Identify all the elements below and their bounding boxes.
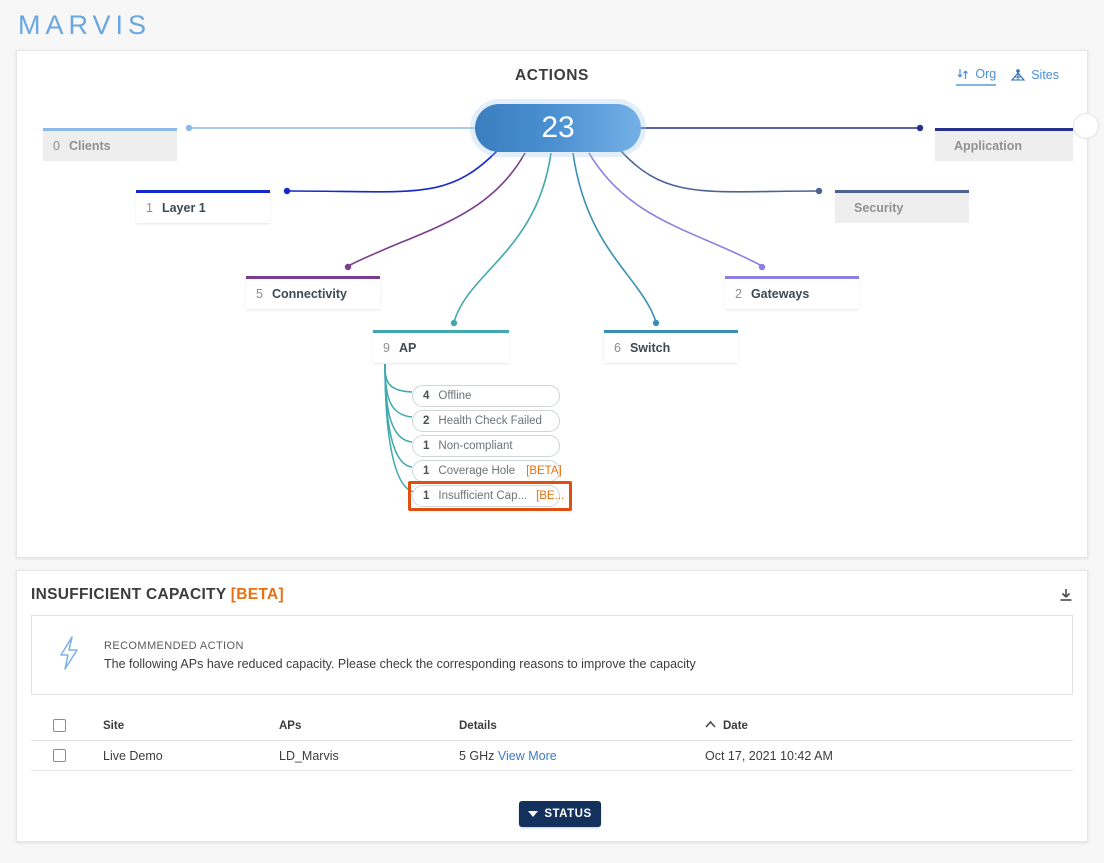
node-switch[interactable]: 6 Switch (604, 330, 738, 363)
tab-org-label: Org (975, 67, 997, 81)
ap-subitem-health-check-failed-count: 2 (423, 415, 430, 427)
node-layer1-count: 1 (146, 201, 153, 215)
sort-arrows-icon (956, 67, 970, 81)
detail-title: INSUFFICIENT CAPACITY [BETA] (31, 586, 284, 604)
ap-subitem-offline[interactable]: 4 Offline (412, 385, 560, 407)
root-actions-count: 23 (541, 111, 575, 144)
ap-subitem-non-compliant-label: Non-compliant (438, 440, 513, 452)
column-header-date-label: Date (723, 719, 748, 732)
node-security[interactable]: Security (835, 190, 969, 223)
cell-details-value: 5 GHz (459, 748, 495, 763)
node-connectivity[interactable]: 5 Connectivity (246, 276, 380, 309)
sites-tower-icon (1010, 68, 1026, 82)
node-gateways-label: Gateways (750, 287, 810, 301)
actions-panel: ACTIONS Org (16, 50, 1099, 583)
page-title: ACTIONS (515, 67, 589, 84)
ap-subitem-coverage-hole[interactable]: 1 Coverage Hole [BETA] (412, 460, 562, 482)
results-table: Site APs Details Date Live Demo L (31, 711, 1073, 771)
recommended-action-box: RECOMMENDED ACTION The following APs hav… (31, 615, 1073, 695)
caret-down-icon (528, 811, 539, 817)
ap-subitem-coverage-hole-beta: [BETA] (526, 465, 562, 477)
root-actions-node[interactable]: 23 (475, 104, 641, 152)
node-connectivity-label: Connectivity (271, 287, 347, 301)
download-icon[interactable] (1057, 587, 1075, 610)
select-all-cell (53, 719, 103, 732)
cell-date: Oct 17, 2021 10:42 AM (705, 748, 833, 763)
ap-subitem-insufficient-capacity-count: 1 (423, 490, 430, 502)
ap-subitem-insufficient-capacity-beta: [BE... (536, 490, 565, 502)
select-all-checkbox[interactable] (53, 719, 66, 732)
edge-circle-decoration (1073, 113, 1099, 139)
ap-subitem-offline-count: 4 (423, 390, 430, 402)
chevron-up-icon (705, 720, 716, 732)
node-application[interactable]: Application (935, 128, 1073, 161)
tree-connectors (185, 124, 924, 493)
node-ap-count: 9 (383, 341, 390, 355)
brand-logo: MARVIS (18, 10, 152, 40)
column-header-date[interactable]: Date (705, 720, 985, 732)
ap-subitem-coverage-hole-label: Coverage Hole (438, 465, 516, 477)
tab-sites-label: Sites (1031, 68, 1059, 82)
status-button[interactable]: STATUS (519, 801, 601, 827)
node-gateways[interactable]: 2 Gateways (725, 276, 859, 309)
table-row[interactable]: Live Demo LD_Marvis 5 GHz View More Oct … (31, 741, 1073, 771)
ap-subitem-offline-label: Offline (438, 390, 472, 402)
detail-title-text: INSUFFICIENT CAPACITY (31, 586, 227, 603)
status-button-label: STATUS (544, 808, 592, 820)
node-layer1[interactable]: 1 Layer 1 (136, 190, 270, 223)
node-ap[interactable]: 9 AP (373, 330, 509, 363)
scope-tabs: Org Sites (956, 67, 1059, 86)
ap-subitem-coverage-hole-count: 1 (423, 465, 430, 477)
node-gateways-count: 2 (735, 287, 742, 301)
row-select-cell (53, 749, 103, 762)
node-clients-label: Clients (68, 139, 111, 153)
column-header-site[interactable]: Site (103, 719, 125, 732)
tab-sites[interactable]: Sites (1010, 68, 1059, 85)
node-ap-label: AP (398, 341, 417, 355)
ap-subitem-health-check-failed[interactable]: 2 Health Check Failed (412, 410, 560, 432)
recommended-action-label: RECOMMENDED ACTION (104, 639, 244, 652)
insufficient-capacity-panel: INSUFFICIENT CAPACITY [BETA] RECOMMENDED… (16, 570, 1088, 842)
cell-aps: LD_Marvis (279, 748, 339, 763)
ap-subitem-health-check-failed-label: Health Check Failed (438, 415, 542, 427)
column-header-details[interactable]: Details (459, 719, 497, 732)
node-connectivity-count: 5 (256, 287, 263, 301)
column-header-aps[interactable]: APs (279, 719, 302, 732)
lightning-bolt-icon (54, 634, 84, 677)
node-clients-count: 0 (53, 139, 60, 153)
ap-subitem-insufficient-capacity[interactable]: 1 Insufficient Cap... [BE... (412, 485, 564, 507)
tab-org[interactable]: Org (956, 67, 997, 86)
ap-subitem-insufficient-capacity-label: Insufficient Cap... (438, 490, 528, 502)
table-header-row: Site APs Details Date (31, 711, 1073, 741)
cell-details: 5 GHz View More (459, 749, 705, 763)
view-more-link[interactable]: View More (497, 748, 557, 763)
ap-subitem-non-compliant-count: 1 (423, 440, 430, 452)
node-switch-label: Switch (629, 341, 671, 355)
recommended-action-body: The following APs have reduced capacity.… (104, 656, 696, 671)
row-checkbox[interactable] (53, 749, 66, 762)
node-clients[interactable]: 0 Clients (43, 128, 177, 161)
ap-subitem-non-compliant[interactable]: 1 Non-compliant (412, 435, 560, 457)
node-layer1-label: Layer 1 (161, 201, 206, 215)
node-application-label: Application (954, 139, 1023, 153)
node-security-label: Security (854, 201, 904, 215)
node-switch-count: 6 (614, 341, 621, 355)
recommended-action-text: RECOMMENDED ACTION The following APs hav… (104, 640, 696, 671)
detail-title-beta: [BETA] (230, 586, 284, 603)
cell-site: Live Demo (103, 748, 163, 763)
